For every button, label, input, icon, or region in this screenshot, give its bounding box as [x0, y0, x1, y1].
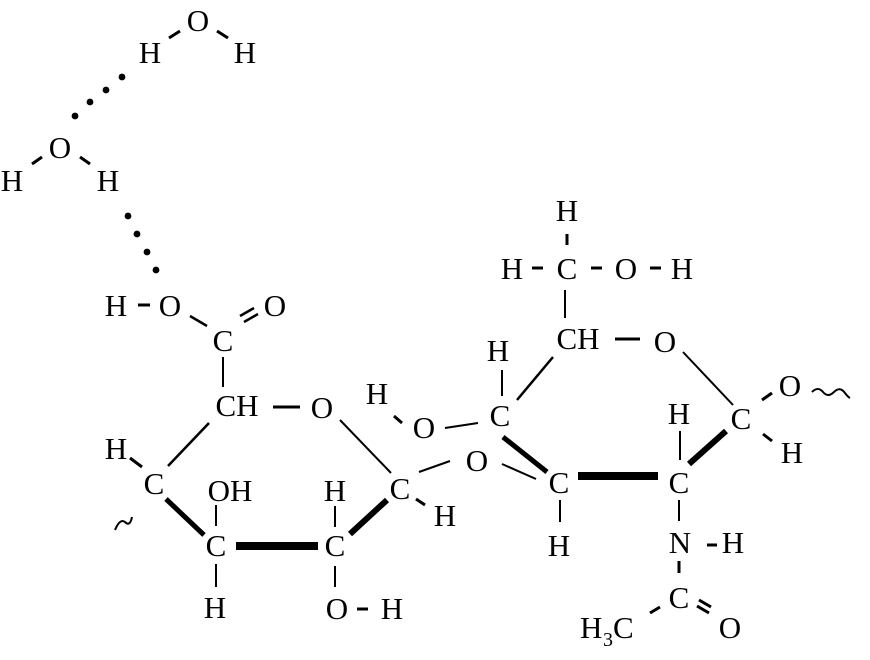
water2-o: O — [49, 130, 71, 165]
water1-h-left: H — [139, 35, 161, 70]
bonds — [31, 29, 851, 615]
ringB-c3: C — [549, 465, 570, 500]
ringA-c3-oh: OH — [208, 473, 253, 508]
carboxyl-o-double: O — [264, 288, 286, 323]
hydrogen-bond-dots — [71, 73, 160, 274]
ringB-c4: C — [490, 398, 511, 433]
ringB-c6: C — [557, 251, 578, 286]
ringA-c1-h: H — [434, 498, 456, 533]
methyl-subscript: 3 — [603, 629, 613, 651]
ringB-c2: C — [669, 465, 690, 500]
ringB-c6-o: O — [615, 251, 637, 286]
ringB-c4-oh-h: H — [366, 376, 388, 411]
ringB-o: O — [654, 324, 676, 359]
amide-n: N — [669, 525, 691, 560]
water1-o: O — [187, 3, 209, 38]
glycosidic-o: O — [466, 443, 488, 478]
methyl-h: H — [580, 610, 602, 645]
ringA-c5: CH — [215, 388, 258, 423]
ringB-c6-h-top: H — [556, 193, 578, 228]
ringA-c1: C — [390, 471, 411, 506]
amide-nh-h: H — [722, 525, 744, 560]
ringA-c3: C — [206, 528, 227, 563]
methyl-c: C — [613, 610, 634, 645]
ringB-c1-h: H — [781, 435, 803, 470]
ringB-c4-oh-o: O — [413, 410, 435, 445]
ringB-c5: CH — [556, 321, 599, 356]
carboxyl-oh-o: O — [159, 288, 181, 323]
ringB-c3-h: H — [548, 528, 570, 563]
ringA-c4-h: H — [105, 431, 127, 466]
water2-h-left: H — [1, 163, 23, 198]
ringA-o: O — [311, 390, 333, 425]
water2-h-right: H — [97, 163, 119, 198]
ringA-c2: C — [325, 528, 346, 563]
atom-labels: H O H H O H H O C O CH O H C OH C H H C … — [1, 3, 803, 645]
ringA-c4: C — [144, 466, 165, 501]
ringB-c1-o: O — [779, 368, 801, 403]
carboxyl-h: H — [105, 288, 127, 323]
ringB-c6-h-left: H — [501, 251, 523, 286]
amide-c: C — [669, 580, 690, 615]
ringB-c6-oh-h: H — [671, 251, 693, 286]
ringA-c2-o: O — [326, 591, 348, 626]
ringB-c4-h: H — [487, 333, 509, 368]
ringA-c2-h: H — [324, 473, 346, 508]
ringA-c2-oh-h: H — [381, 591, 403, 626]
ringB-c2-h: H — [668, 396, 690, 431]
methyl-group: H 3 C — [580, 610, 634, 651]
ringB-c1: C — [731, 401, 752, 436]
carboxyl-c: C — [213, 323, 234, 358]
ringA-c3-h: H — [204, 590, 226, 625]
amide-o: O — [719, 610, 741, 645]
water1-h-right: H — [234, 35, 256, 70]
